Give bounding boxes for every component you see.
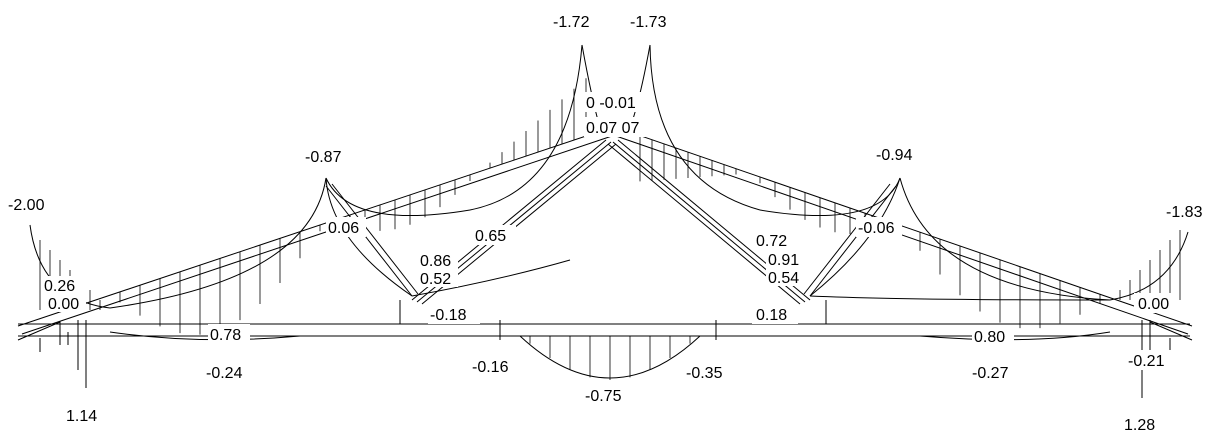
curve-left-rafter-lower <box>109 177 327 309</box>
label-bg-right-diag-d <box>752 304 798 324</box>
label-left-diag-a: 0.65 <box>475 228 506 245</box>
curve-left-rafter-upper <box>325 177 471 216</box>
label-bg-right-diag-a <box>752 230 798 250</box>
label-bg-left-diag-a <box>470 225 516 245</box>
label-right-diag-c: 0.54 <box>768 270 799 287</box>
left-rafter-a <box>17 127 611 327</box>
label-mid-left: -0.16 <box>472 359 509 376</box>
label-left-diag-d: -0.18 <box>430 307 467 324</box>
curve-left-strut <box>411 259 571 297</box>
label-bg-left-node-mid <box>326 217 366 237</box>
value-labels: -1.72 -1.73 0 -0.01 0.07 07 -0.87 -0.94 … <box>8 14 1203 430</box>
label-bg-right-diag-c <box>766 268 806 286</box>
curve-right-chord <box>919 331 1111 341</box>
label-left-bottom: -0.24 <box>206 365 243 382</box>
label-right-diag-d: 0.18 <box>756 307 787 324</box>
right-secondary-strut-a <box>809 185 897 297</box>
label-bg-right-support-top <box>1126 350 1172 370</box>
label-right-diag-a: 0.72 <box>756 233 787 250</box>
label-left-diag-b: 0.86 <box>420 253 451 270</box>
label-right-bottom: -0.27 <box>972 365 1009 382</box>
label-right-node-top: -0.94 <box>876 147 913 164</box>
label-peak-right-top: -1.73 <box>630 14 667 31</box>
label-left-node-mid: 0.06 <box>328 220 359 237</box>
left-end-detail <box>17 321 69 352</box>
label-right-diag-b: 0.91 <box>768 252 799 269</box>
curve-right-peak <box>649 44 761 211</box>
label-bg-mid-right <box>684 362 736 382</box>
label-left-end-b: 0.00 <box>48 296 79 313</box>
curve-right-strut-long <box>809 295 1111 301</box>
label-left-diag-c: 0.52 <box>420 271 451 288</box>
label-right-end-top: -1.83 <box>1166 204 1203 221</box>
left-secondary-strut-b <box>331 183 419 295</box>
curve-right-rafter-lower <box>899 177 1111 301</box>
label-right-beam: 0.80 <box>974 329 1005 346</box>
right-rafter-a <box>617 127 1193 327</box>
label-bg-left-end-b <box>46 294 86 312</box>
label-bg-left-diag-c <box>418 269 458 287</box>
right-end-detail <box>1149 321 1193 352</box>
label-peak-mid-b: 0.07 07 <box>586 120 639 137</box>
label-left-node-top: -0.87 <box>305 149 342 166</box>
curve-right-rafter-upper <box>759 177 901 216</box>
label-right-node-mid: -0.06 <box>858 220 895 237</box>
label-peak-mid-a: 0 -0.01 <box>586 95 636 112</box>
label-bg-left-diag-b <box>418 251 458 269</box>
label-bg-right-end-b <box>1134 293 1178 313</box>
label-left-end-a: 0.26 <box>44 278 75 295</box>
label-bg-left-end-a <box>42 276 82 294</box>
label-left-support: 1.14 <box>66 408 97 425</box>
label-bg-peak-mid-b <box>584 117 646 137</box>
label-right-support-top: -0.21 <box>1128 353 1165 370</box>
structure-members <box>17 127 1193 398</box>
label-bg-left-beam <box>208 324 250 344</box>
label-left-beam: 0.78 <box>210 327 241 344</box>
curve-left-secondary <box>325 177 413 297</box>
curve-left-peak-tip <box>581 44 601 129</box>
label-left-end-top: -2.00 <box>8 197 45 214</box>
curve-right-secondary <box>809 177 901 297</box>
label-mid-right: -0.35 <box>686 365 723 382</box>
left-secondary-strut-a <box>325 185 413 297</box>
label-bg-right-beam <box>972 326 1014 346</box>
label-bg-peak-mid-a <box>584 92 646 112</box>
label-bg-right-diag-b <box>766 250 806 268</box>
label-right-support: 1.28 <box>1124 417 1155 430</box>
label-right-end-b: 0.00 <box>1138 296 1169 313</box>
curve-left-peak <box>469 44 583 211</box>
curve-right-end <box>1109 231 1189 301</box>
label-bg-mid-left <box>470 356 522 376</box>
curve-left-chord <box>109 331 301 341</box>
label-bg-right-node-mid <box>856 217 902 237</box>
label-bg-left-diag-d <box>428 304 480 324</box>
right-secondary-strut-b <box>803 183 891 295</box>
curve-right-peak-tip <box>629 44 651 129</box>
label-peak-left-top: -1.72 <box>553 14 590 31</box>
label-mid-bottom: -0.75 <box>585 388 622 405</box>
hatching <box>39 78 1181 380</box>
